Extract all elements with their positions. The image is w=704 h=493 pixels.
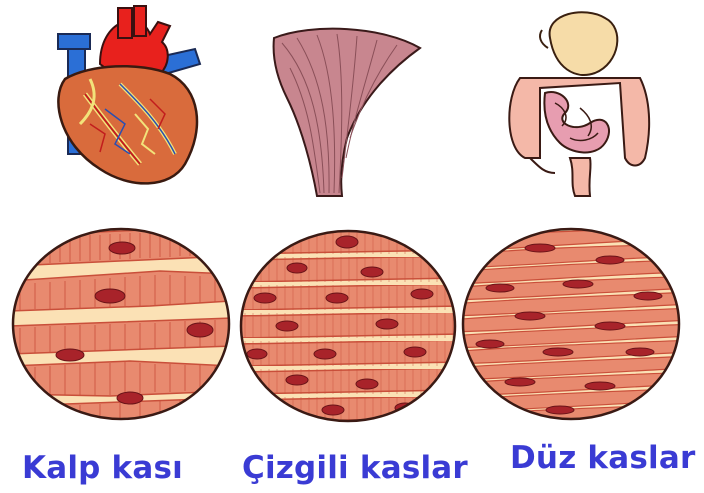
skeletal-muscle-illustration: [262, 8, 432, 198]
skeletal-muscle-tissue-circle: [237, 228, 459, 424]
digestive-system-illustration: [500, 8, 660, 198]
caption-cardiac-muscle: Kalp kası: [22, 450, 183, 486]
cardiac-muscle-tissue-circle: [10, 226, 232, 422]
caption-smooth-muscle: Düz kaslar: [510, 440, 695, 476]
caption-skeletal-muscle: Çizgili kaslar: [242, 450, 468, 486]
smooth-muscle-tissue-circle: [460, 226, 682, 422]
heart-illustration: [30, 4, 230, 194]
